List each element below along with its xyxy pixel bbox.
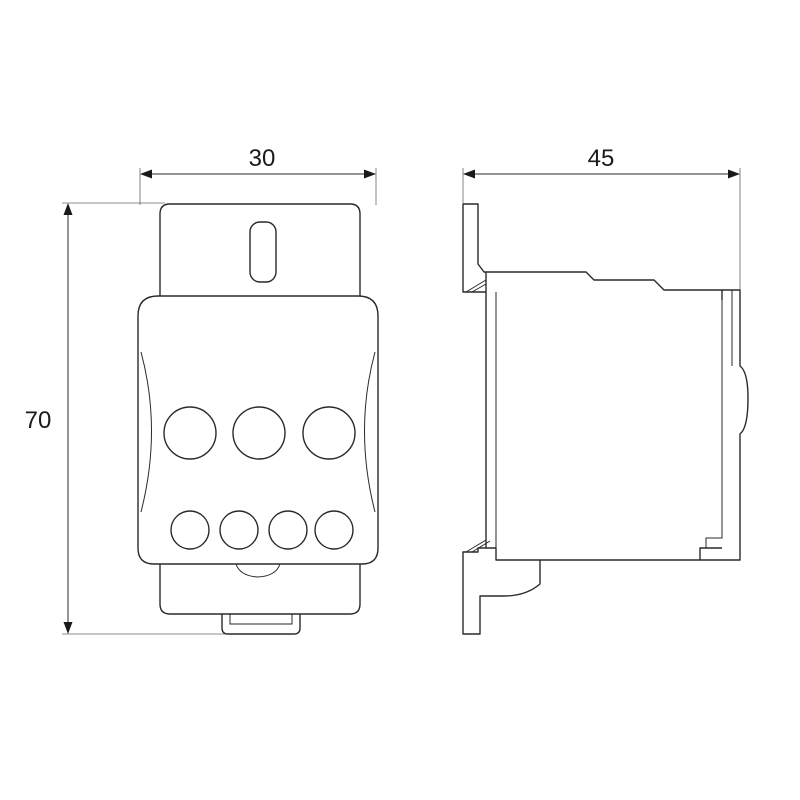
arrow-up	[63, 203, 73, 215]
arrow-right	[364, 169, 376, 179]
large-terminal-hole	[232, 406, 286, 460]
dimension-depth: 45	[462, 145, 741, 290]
small-terminal-hole	[219, 510, 259, 550]
large-terminal-hole	[302, 406, 356, 460]
hook-hatch-bottom	[465, 539, 491, 553]
bottom-latch-arc	[235, 563, 281, 578]
side-contour-right	[364, 351, 376, 513]
din-hook-bottom	[462, 547, 541, 635]
front-view	[137, 203, 379, 635]
depth-label: 45	[588, 145, 615, 172]
side-contour-left	[140, 351, 152, 513]
side-view	[462, 203, 749, 635]
arrow-left	[463, 169, 475, 179]
small-terminal-hole	[314, 510, 354, 550]
width-label: 30	[249, 145, 276, 172]
small-terminal-hole	[268, 510, 308, 550]
arrow-right	[728, 169, 740, 179]
arrow-left	[140, 169, 152, 179]
clip-tab	[221, 614, 301, 635]
side-profile-lower	[486, 547, 700, 561]
dimension-height: 70	[25, 202, 225, 635]
top-slot	[249, 221, 277, 283]
main-body	[137, 295, 379, 565]
side-end-cap	[699, 289, 749, 561]
clip-tab-inner	[229, 614, 293, 625]
small-terminal-hole	[170, 510, 210, 550]
arrow-down	[63, 622, 73, 634]
large-terminal-hole	[163, 406, 217, 460]
top-cap	[159, 203, 361, 296]
height-label: 70	[25, 407, 52, 434]
bottom-foot	[159, 564, 361, 615]
dimension-width: 30	[139, 145, 377, 205]
din-hook-top	[462, 204, 487, 293]
side-end-cap-inner	[705, 300, 723, 548]
side-profile-upper	[463, 203, 723, 300]
hook-hatch-top	[465, 279, 487, 293]
